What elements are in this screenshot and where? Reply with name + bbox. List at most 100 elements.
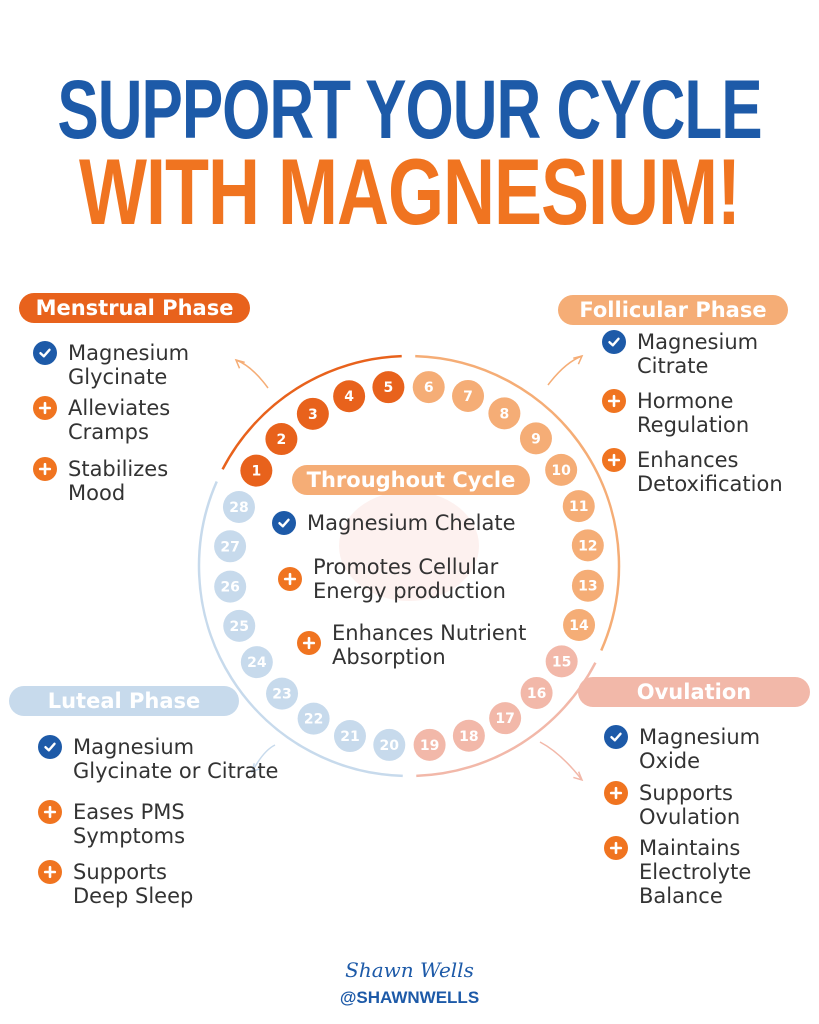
plus-icon (297, 631, 321, 655)
day-circle-27 (214, 530, 247, 563)
day-circle-4 (333, 380, 366, 413)
social-handle: @SHAWNWELLS (339, 988, 480, 1007)
day-circle-10 (545, 453, 578, 486)
item-text: Supports Ovulation (639, 781, 741, 829)
day-circle-19 (413, 728, 446, 761)
luteal-arrow-head (250, 763, 261, 774)
day-label-4: 4 (344, 389, 354, 405)
day-circle-3 (296, 397, 329, 430)
day-label-15: 15 (552, 654, 571, 670)
list-item: Magnesium Glycinate (33, 341, 189, 389)
day-circle-6 (412, 371, 445, 404)
item-text: Magnesium Glycinate or Citrate (73, 735, 279, 783)
signature: Shawn Wells (345, 958, 474, 982)
day-label-2: 2 (277, 432, 287, 448)
item-text: Enhances Nutrient Absorption (332, 621, 527, 669)
day-label-5: 5 (384, 380, 394, 396)
check-icon (272, 511, 296, 535)
day-label-14: 14 (569, 618, 589, 634)
item-text: Stabilizes Mood (68, 457, 169, 505)
day-circle-1 (240, 454, 273, 487)
day-circle-7 (452, 379, 485, 412)
day-label-22: 22 (304, 712, 323, 728)
luteal-arrow (251, 744, 276, 773)
plus-icon (604, 781, 628, 805)
list-item: Supports Ovulation (604, 781, 740, 829)
item-text: Magnesium Glycinate (68, 341, 190, 389)
plus-icon (38, 860, 62, 884)
follicular-arrow-head (573, 354, 584, 365)
ovulation-phase-label: Ovulation (578, 677, 810, 707)
luteal-phase-label: Luteal Phase (9, 686, 239, 716)
day-label-24: 24 (247, 655, 267, 671)
day-label-6: 6 (424, 380, 434, 396)
follicular-phase-label: Follicular Phase (558, 295, 788, 325)
day-circle-28 (222, 490, 255, 523)
follicular-phase-arc (415, 354, 621, 651)
day-label-13: 13 (578, 579, 597, 595)
day-circle-21 (333, 720, 366, 753)
item-text: Maintains Electrolyte Balance (639, 836, 752, 908)
day-label-23: 23 (272, 687, 291, 703)
list-item: Magnesium Oxide (604, 725, 760, 773)
day-label-11: 11 (569, 499, 588, 515)
item-text: Enhances Detoxification (637, 448, 783, 496)
item-text: Eases PMS Symptoms (73, 800, 186, 848)
uterus-illustration (339, 491, 479, 601)
day-label-19: 19 (420, 738, 439, 754)
day-label-20: 20 (380, 738, 400, 754)
list-item: Enhances Detoxification (602, 448, 783, 496)
item-text: Magnesium Citrate (637, 330, 759, 378)
list-item: Enhances Nutrient Absorption (297, 621, 526, 669)
list-item: Magnesium Chelate (272, 511, 516, 535)
day-label-28: 28 (229, 500, 248, 516)
list-item: Magnesium Glycinate or Citrate (38, 735, 278, 783)
list-item: Magnesium Citrate (602, 330, 758, 378)
list-item: Hormone Regulation (602, 389, 749, 437)
day-label-17: 17 (495, 711, 514, 727)
list-item: Supports Deep Sleep (38, 860, 193, 908)
check-icon (38, 735, 62, 759)
list-item: Promotes Cellular Energy production (278, 555, 506, 603)
item-text: Alleviates Cramps (68, 396, 171, 444)
luteal-phase-arc (197, 481, 403, 778)
day-circle-8 (488, 397, 521, 430)
day-label-25: 25 (230, 619, 249, 635)
item-text: Magnesium Chelate (307, 511, 516, 535)
day-circle-13 (571, 569, 604, 602)
plus-icon (602, 389, 626, 413)
day-circle-2 (265, 423, 298, 456)
day-label-12: 12 (578, 538, 597, 554)
title-line-1: SUPPORT YOUR CYCLE (57, 63, 762, 158)
ovulation-arrow-head (573, 771, 584, 782)
day-circle-22 (297, 702, 330, 735)
list-item: Maintains Electrolyte Balance (604, 836, 751, 908)
day-label-10: 10 (551, 463, 571, 479)
item-text: Magnesium Oxide (639, 725, 761, 773)
day-label-16: 16 (527, 686, 546, 702)
plus-icon (38, 800, 62, 824)
day-label-9: 9 (531, 431, 541, 447)
check-icon (33, 341, 57, 365)
plus-icon (604, 836, 628, 860)
day-circle-25 (223, 609, 256, 642)
day-circle-12 (571, 529, 604, 562)
item-text: Promotes Cellular Energy production (313, 555, 506, 603)
menstrual-arrow-head (234, 358, 245, 369)
day-circle-20 (373, 728, 406, 761)
ovulation-arrow (539, 741, 583, 781)
menstrual-phase-label: Menstrual Phase (19, 293, 250, 323)
day-label-3: 3 (308, 407, 318, 423)
check-icon (604, 725, 628, 749)
day-circle-14 (563, 609, 596, 642)
item-text: Supports Deep Sleep (73, 860, 194, 908)
day-circle-11 (562, 490, 595, 523)
item-text: Hormone Regulation (637, 389, 750, 437)
title-line-2: WITH MAGNESIUM! (79, 141, 741, 245)
day-circle-15 (545, 645, 578, 678)
day-circle-24 (240, 646, 273, 679)
plus-icon (33, 457, 57, 481)
day-label-18: 18 (459, 729, 478, 745)
menstrual-phase-arc (221, 354, 402, 470)
list-item: Alleviates Cramps (33, 396, 170, 444)
